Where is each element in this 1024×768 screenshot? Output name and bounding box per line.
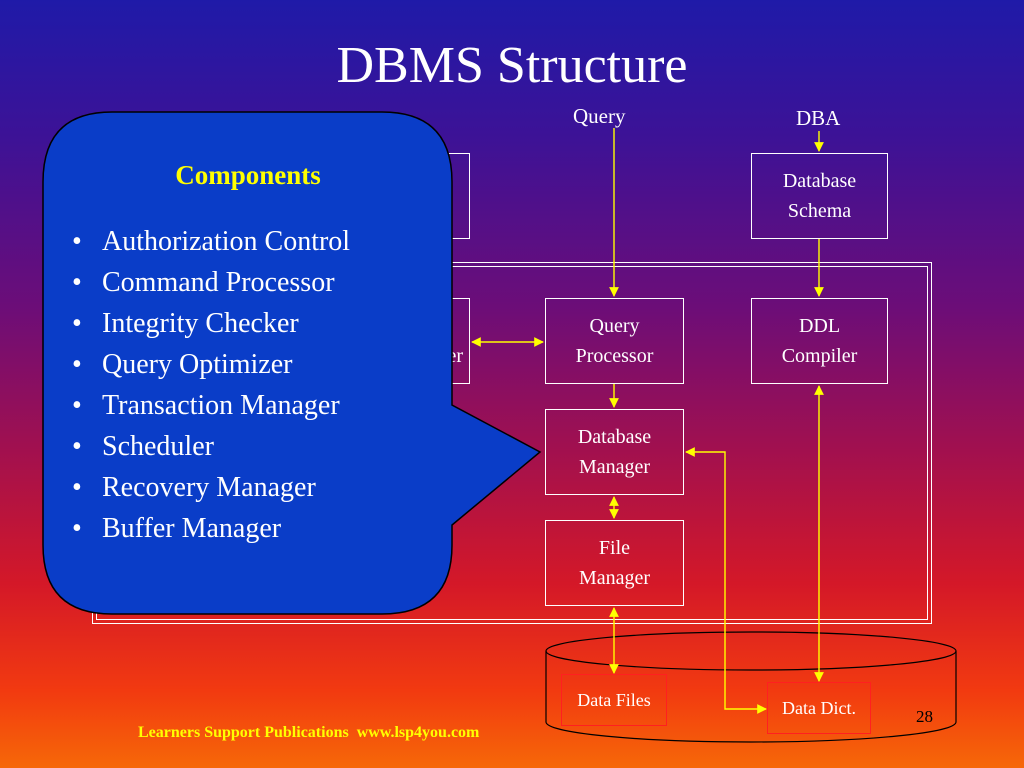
list-item-label: Scheduler [102, 431, 214, 462]
dbmanager-datadict-arrow [685, 447, 767, 714]
data-dict-label: Data Dict. [782, 698, 856, 718]
page-number: 28 [916, 707, 933, 726]
database-schema-line1: Database [782, 170, 857, 192]
query-processor-line1: Query [589, 315, 640, 337]
ddl-compiler-line2: Compiler [781, 345, 858, 367]
list-item-label: Query Optimizer [102, 349, 293, 380]
list-item-label: Recovery Manager [102, 472, 316, 503]
list-item: •Recovery Manager [72, 472, 316, 503]
callout-title: Components [175, 160, 321, 190]
query-processor-line2: Processor [575, 345, 654, 367]
list-item-label: Integrity Checker [102, 308, 299, 339]
list-item: •Authorization Control [72, 226, 351, 257]
list-item: •Buffer Manager [72, 513, 282, 544]
file-manager-line2: Manager [578, 567, 651, 589]
list-item-label: Transaction Manager [102, 390, 340, 421]
data-files-label: Data Files [577, 690, 651, 710]
list-item: •Scheduler [72, 431, 214, 462]
components-list: •Authorization Control •Command Processo… [62, 221, 442, 549]
list-item: •Command Processor [72, 267, 335, 298]
list-item-label: Authorization Control [102, 226, 351, 257]
list-item-label: Buffer Manager [102, 513, 282, 544]
database-schema-line2: Schema [787, 200, 852, 222]
slide-title: DBMS Structure [336, 37, 688, 94]
list-item-label: Command Processor [102, 267, 335, 298]
list-item: •Query Optimizer [72, 349, 293, 380]
file-manager-line1: File [598, 537, 631, 559]
ddl-compiler-line1: DDL [798, 315, 841, 337]
database-manager-line1: Database [577, 426, 652, 448]
list-item: •Integrity Checker [72, 308, 299, 339]
ddl-compiler-box: DDL Compiler [751, 298, 888, 384]
dba-label: DBA [796, 106, 841, 130]
query-label: Query [573, 104, 626, 128]
publisher-footer: Learners Support Publications www.lsp4yo… [138, 724, 480, 741]
data-dict-box: Data Dict. [767, 682, 871, 734]
database-manager-line2: Manager [578, 456, 651, 478]
components-callout: Components •Authorization Control •Comma… [62, 160, 442, 549]
components-callout-shape [42, 111, 542, 615]
data-files-box: Data Files [561, 674, 667, 726]
list-item: •Transaction Manager [72, 390, 340, 421]
